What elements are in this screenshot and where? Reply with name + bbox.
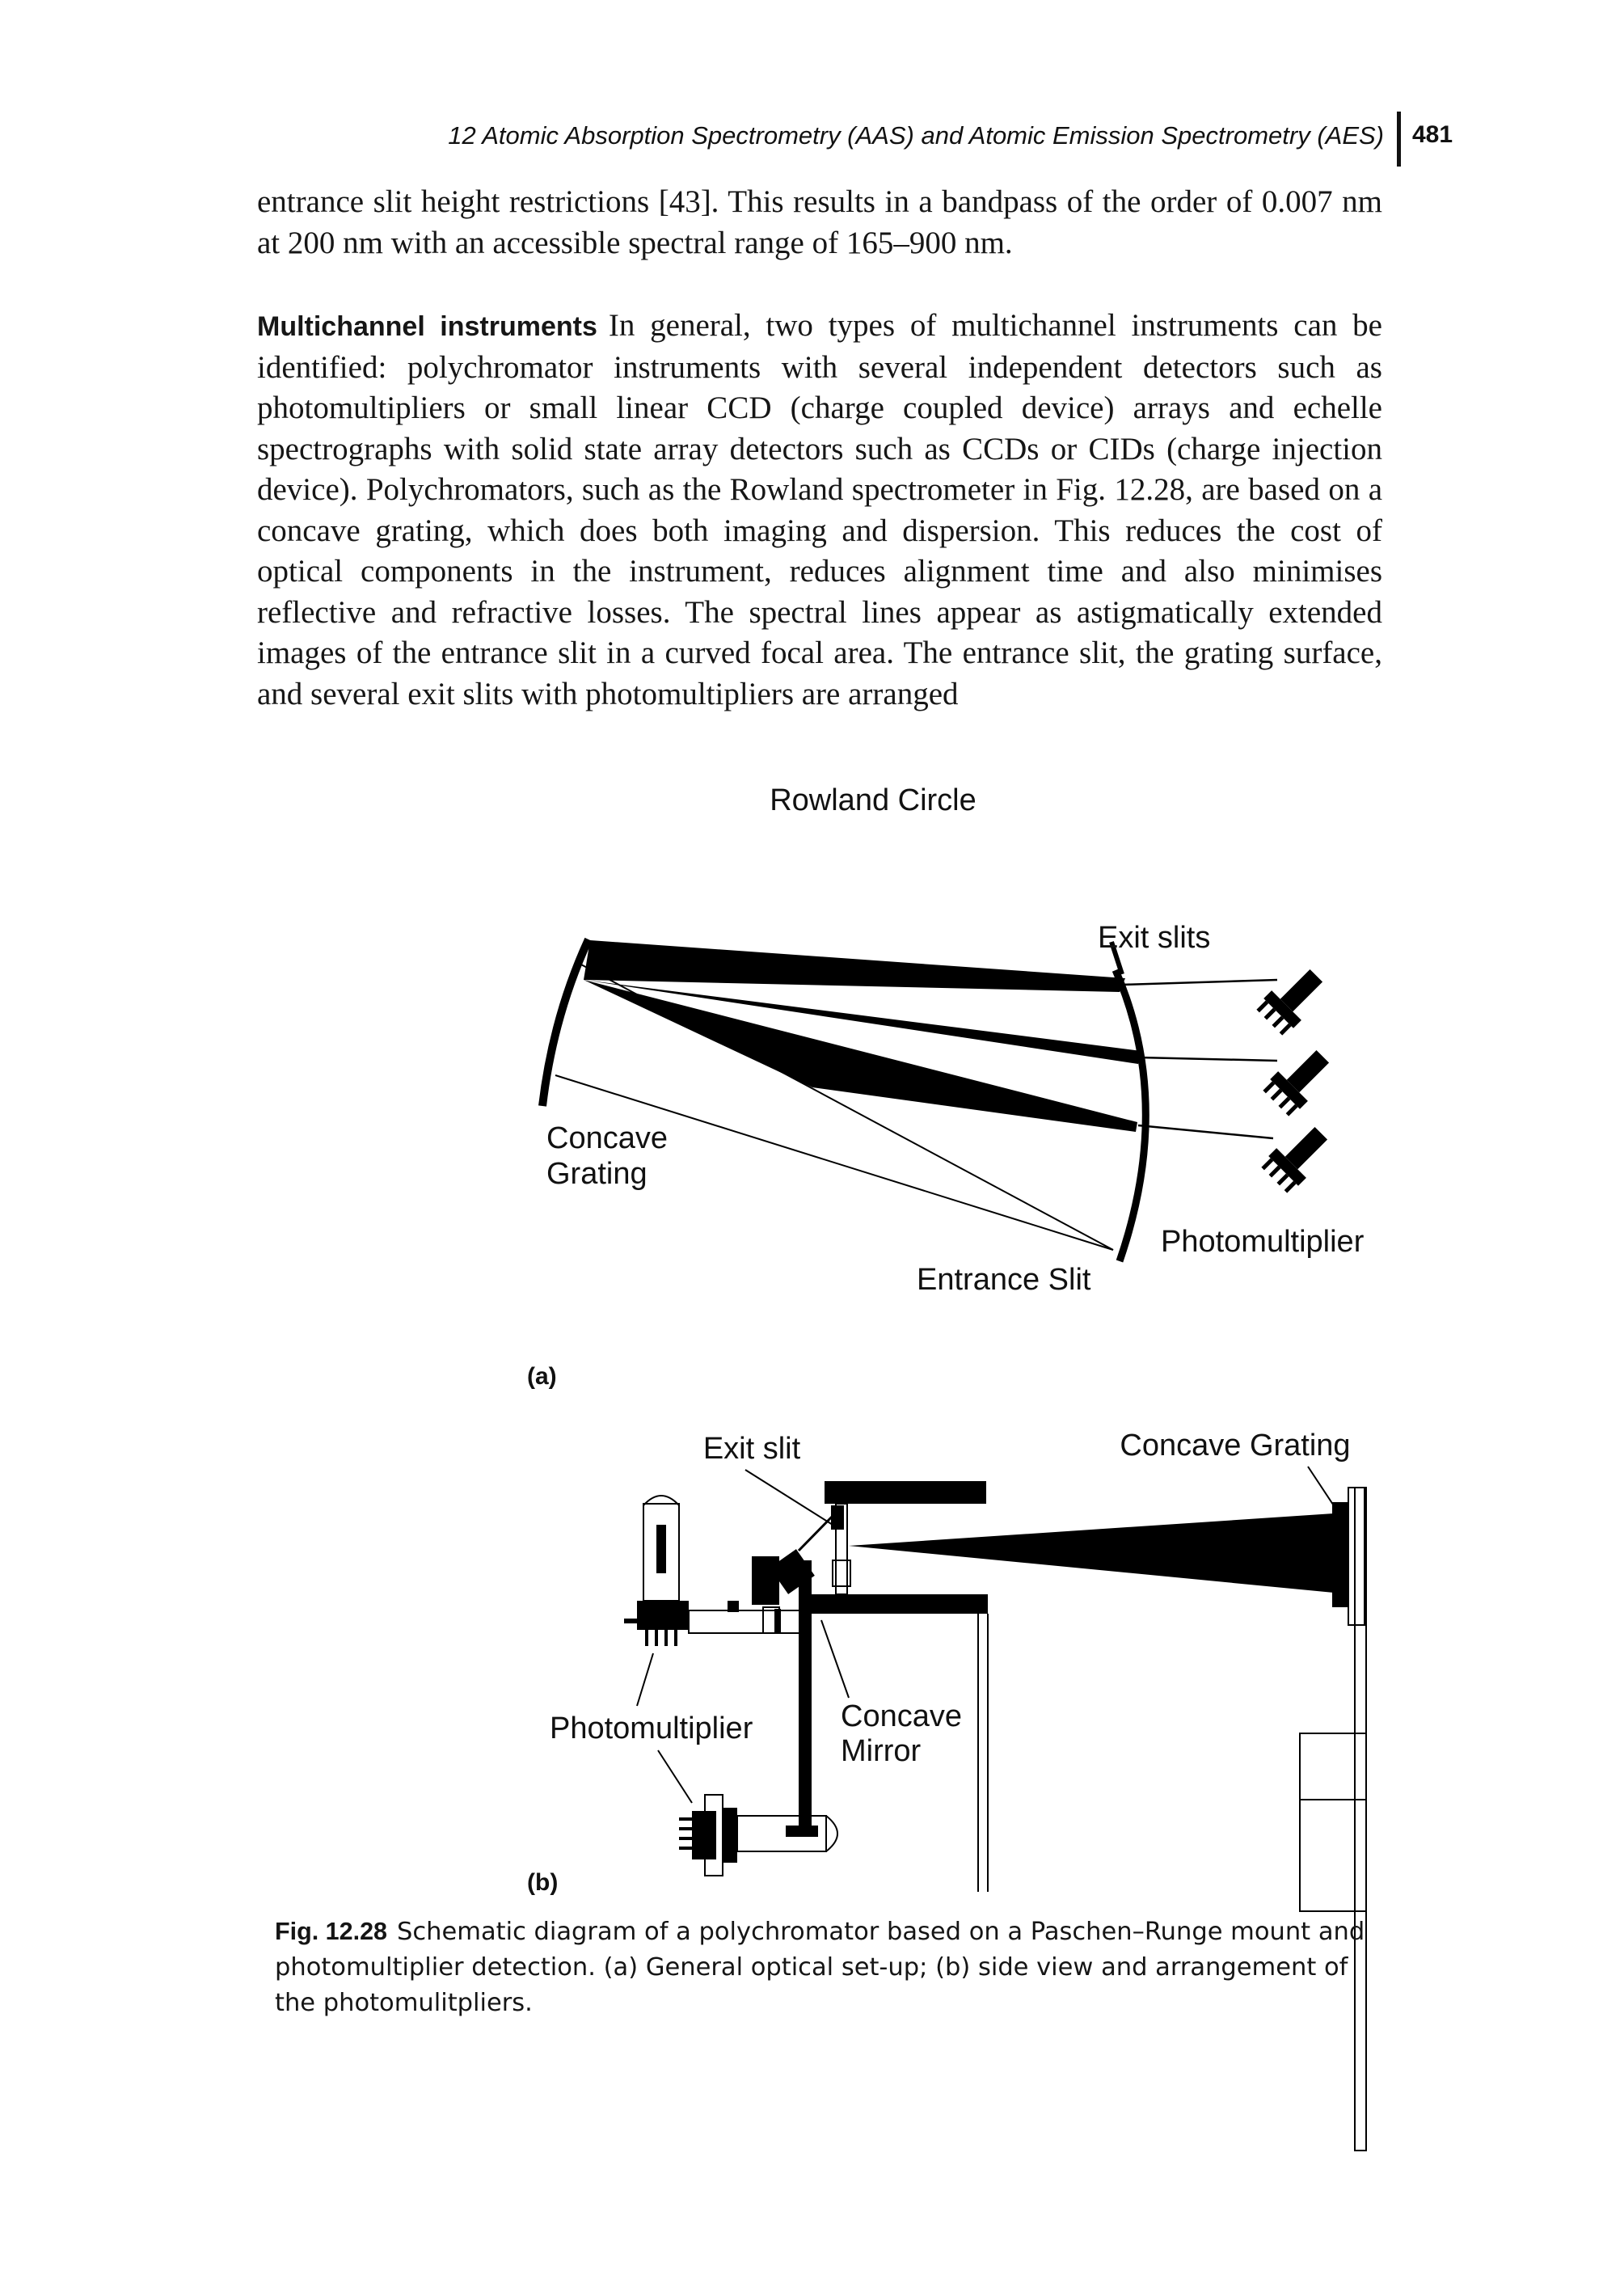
pmt-leader-upper — [636, 1653, 654, 1707]
paragraph-1: entrance slit height restrictions [43]. … — [257, 182, 1382, 264]
horizontal-pmt-flange — [723, 1808, 737, 1863]
rowland-focal-arc — [1111, 969, 1149, 1263]
grating-beam — [849, 1513, 1334, 1593]
concave-grating-label-line2: Grating — [546, 1157, 647, 1191]
arm-pin — [774, 1609, 781, 1633]
ray-to-pmt-1 — [1121, 978, 1278, 986]
paragraph-2-text: In general, two types of multichannel in… — [257, 308, 1382, 711]
concave-grating-label-line1: Concave — [546, 1121, 668, 1155]
photomultiplier-label-b: Photomultiplier — [550, 1712, 753, 1745]
running-header: 12 Atomic Absorption Spectrometry (AAS) … — [448, 121, 1384, 150]
support-arm — [688, 1610, 803, 1634]
horizontal-pmt-dynode — [786, 1826, 818, 1837]
dispersed-beam-2 — [584, 980, 1141, 1064]
pmt-leader-lower — [657, 1750, 693, 1804]
arm-screw — [728, 1601, 739, 1612]
panel-b-tag: (b) — [527, 1869, 558, 1896]
concave-mirror-leader — [820, 1619, 850, 1699]
top-plate — [825, 1481, 986, 1504]
photomultiplier-label: Photomultiplier — [1161, 1225, 1365, 1259]
exit-slit-label: Exit slit — [703, 1432, 801, 1466]
photomultiplier-icon — [1263, 1049, 1330, 1116]
entrance-slit-label: Entrance Slit — [917, 1263, 1091, 1297]
ray-to-pmt-3 — [1137, 1124, 1274, 1140]
concave-mirror — [770, 1549, 815, 1594]
paragraph-1-text: entrance slit height restrictions [43]. … — [257, 184, 1382, 260]
rowland-circle-label: Rowland Circle — [770, 783, 977, 817]
concave-grating-block — [1332, 1502, 1348, 1607]
run-in-heading: Multichannel instruments — [257, 311, 597, 342]
lower-plate — [808, 1594, 988, 1614]
base-block-upper — [1299, 1733, 1367, 1800]
grating-holder — [1348, 1487, 1365, 1626]
header-rule — [1397, 112, 1401, 167]
mirror-mount — [752, 1556, 779, 1605]
focal-arc-tick — [1109, 941, 1124, 975]
ray-to-pmt-2 — [1139, 1056, 1278, 1062]
horizontal-pmt-tube — [736, 1815, 827, 1852]
exit-slit-leader — [745, 1469, 833, 1526]
panel-a-tag: (a) — [527, 1363, 557, 1390]
pmt-side-connector — [624, 1619, 637, 1623]
entrance-ray-lower — [555, 1074, 1114, 1251]
concave-grating-arc — [538, 937, 593, 1107]
figure-number: Fig. 12.28 — [275, 1918, 388, 1945]
concave-mirror-label-line2: Mirror — [841, 1734, 922, 1768]
exit-slits-label: Exit slits — [1098, 921, 1210, 955]
exit-slit-block — [831, 1505, 844, 1530]
grating-tick — [582, 939, 590, 949]
mirror-ray — [797, 1510, 838, 1552]
concave-grating-label-b: Concave Grating — [1120, 1429, 1350, 1463]
figure-caption-text: Schematic diagram of a polychromator bas… — [275, 1918, 1365, 2017]
vertical-pmt-dynode — [656, 1525, 666, 1573]
horizontal-pmt-window — [825, 1815, 838, 1852]
concave-mirror-column — [799, 1560, 812, 1827]
concave-grating-leader — [1307, 1466, 1339, 1513]
page-number: 481 — [1412, 121, 1453, 148]
slit-mount — [832, 1560, 851, 1587]
base-block-lower — [1299, 1799, 1367, 1912]
figure-panel-a: Rowland Circle — [527, 783, 1365, 1390]
dispersed-beam-1 — [584, 940, 1125, 992]
photomultiplier-icon — [1261, 1126, 1328, 1193]
concave-mirror-label-line1: Concave — [841, 1699, 962, 1733]
slit-holder — [835, 1503, 848, 1595]
figure-panel-b: Exit slit Concave Grating Concave Mirror — [527, 1429, 1367, 2151]
dispersed-beam-3 — [584, 980, 1137, 1132]
vertical-pmt-base — [637, 1601, 689, 1630]
photomultiplier-icon — [1256, 969, 1323, 1036]
